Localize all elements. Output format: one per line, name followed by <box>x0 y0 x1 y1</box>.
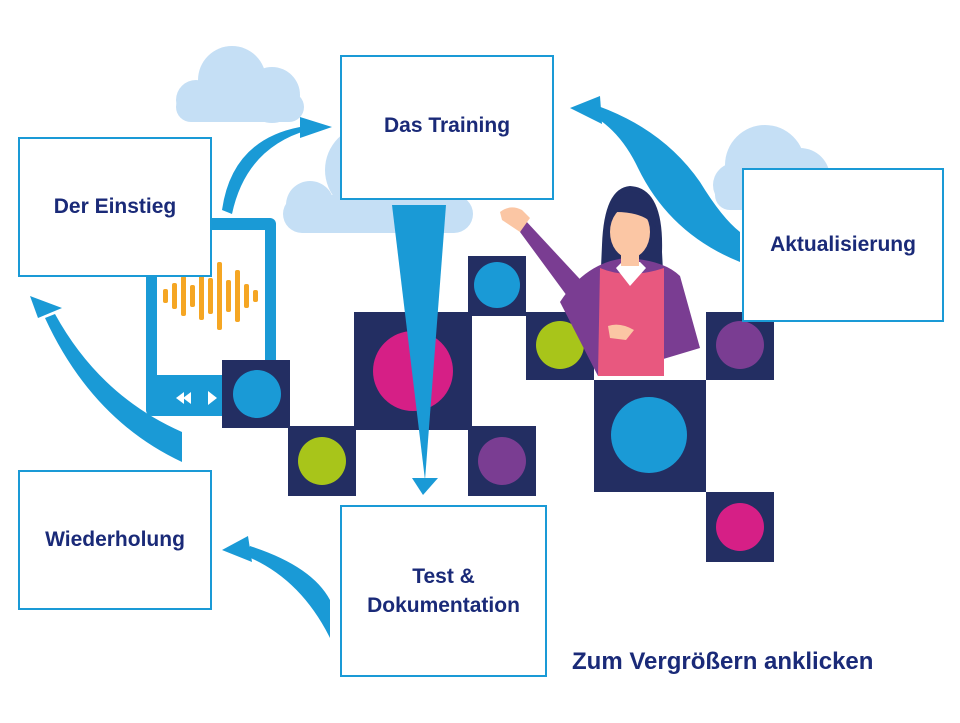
step-aktualisierung[interactable]: Aktualisierung <box>742 168 944 322</box>
step-label: Wiederholung <box>45 528 185 552</box>
step-label: Aktualisierung <box>770 233 916 257</box>
step-label: Das Training <box>383 114 511 137</box>
soundwave-icon <box>163 262 258 330</box>
cloud-icon <box>176 46 304 123</box>
step-das-training[interactable]: Das Training <box>340 55 554 200</box>
play-icon <box>208 391 217 405</box>
flow-arrows <box>30 96 740 638</box>
step-label: Der Einstieg <box>53 195 177 219</box>
step-wiederholung[interactable]: Wiederholung <box>18 470 212 610</box>
step-label: Test & Dokumentation <box>367 564 520 617</box>
enlarge-link[interactable]: Zum Vergrößern anklicken <box>572 648 874 675</box>
step-der-einstieg[interactable]: Der Einstieg <box>18 137 212 277</box>
rewind-icon <box>176 392 184 404</box>
down-arrow <box>392 205 446 480</box>
presenter-figure <box>500 186 700 376</box>
step-test-dokumentation[interactable]: Test & Dokumentation <box>340 505 547 677</box>
